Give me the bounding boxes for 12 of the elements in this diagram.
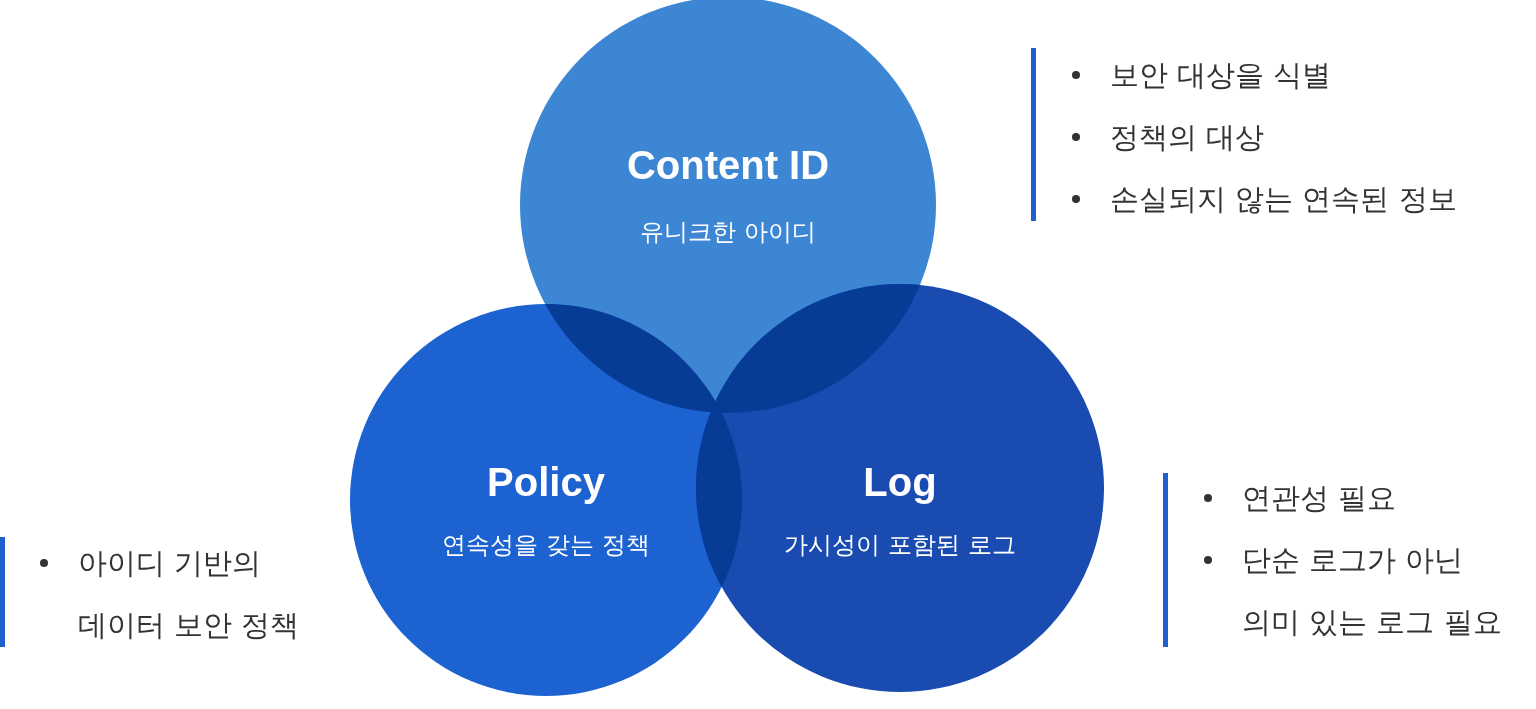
circle-subtitle: 유니크한 아이디: [639, 217, 817, 248]
circle-title: Content ID: [625, 142, 831, 189]
bullet-text: 정책의 대상: [1110, 119, 1266, 156]
circle-title: Policy: [486, 459, 606, 506]
bullet-text: 손실되지 않는 연속된 정보: [1110, 181, 1457, 218]
circle-title: Log: [862, 459, 938, 506]
bullet-text: 연관성 필요: [1242, 480, 1398, 517]
bullet-text: 단순 로그가 아닌 의미 있는 로그 필요: [1242, 542, 1503, 641]
bullet-text: 보안 대상을 식별: [1110, 57, 1333, 94]
bullet-text: 아이디 기반의 데이터 보안 정책: [78, 545, 301, 644]
circle-subtitle: 연속성을 갖는 정책: [441, 530, 651, 561]
circle-subtitle: 가시성이 포함된 로그: [783, 530, 1017, 561]
